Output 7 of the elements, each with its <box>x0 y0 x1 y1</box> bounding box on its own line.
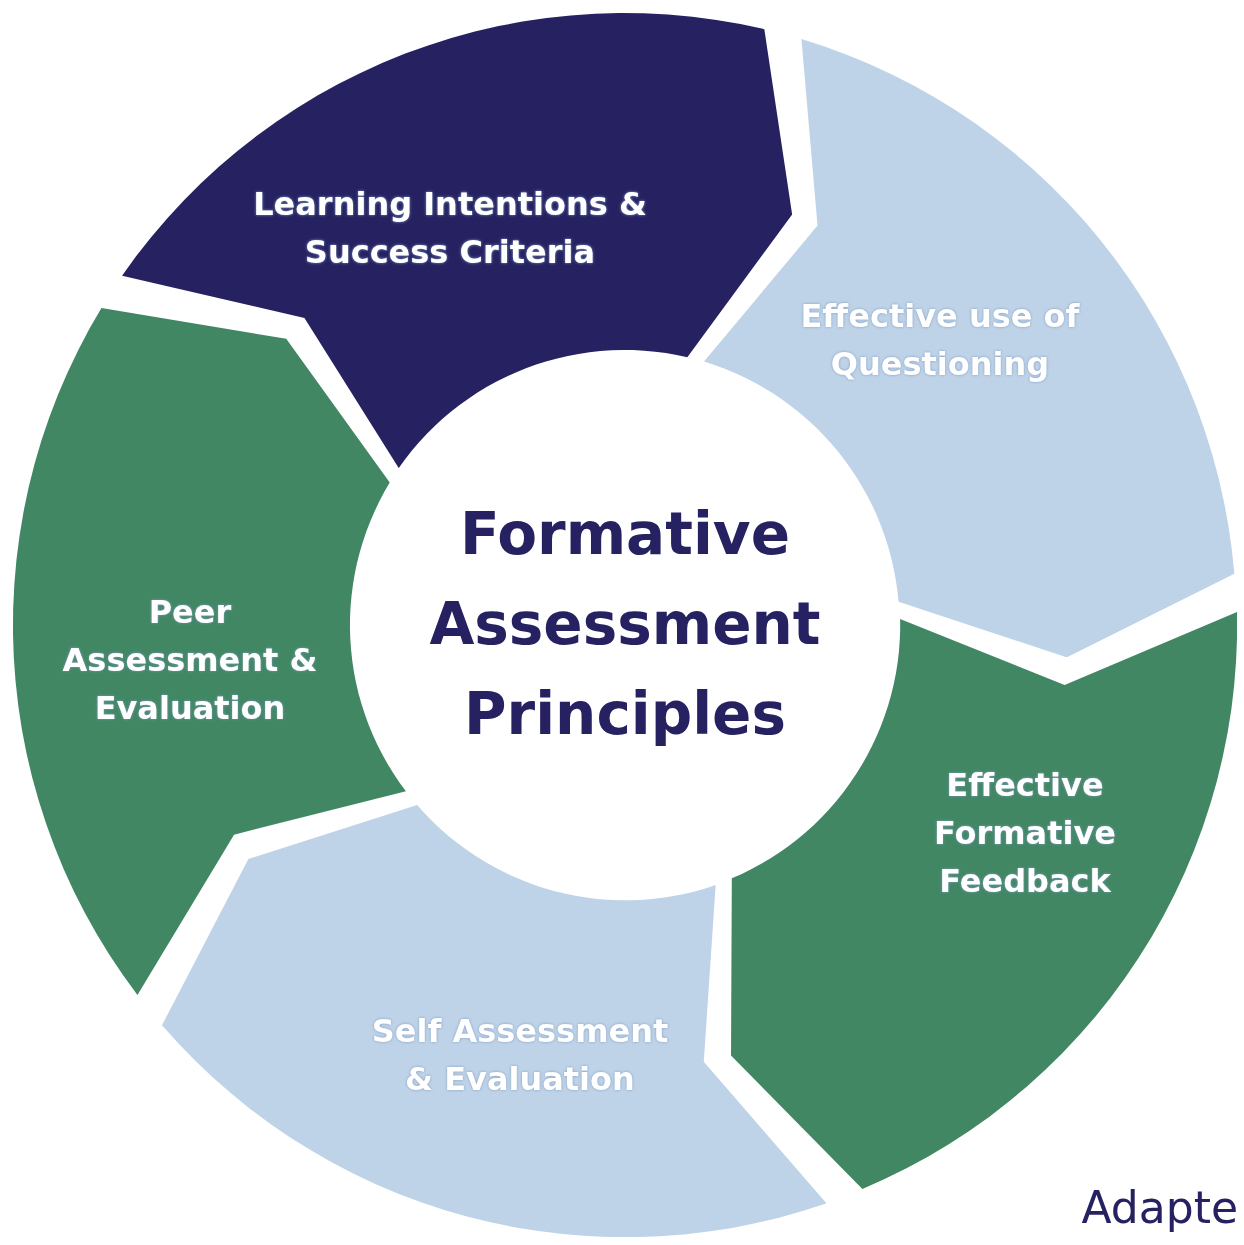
segment-label: Learning Intentions & Success Criteria <box>252 184 648 273</box>
center-title: Formative Assessment Principles <box>428 499 822 750</box>
segment-label: Self Assessment & Evaluation <box>370 1011 670 1100</box>
segment-label: Peer Assessment & Evaluation <box>61 592 319 729</box>
segment-label: Effective use of Questioning <box>799 296 1081 385</box>
segment-label: Effective Formative Feedback <box>932 765 1118 902</box>
source-note: Adapte <box>1081 1182 1238 1233</box>
